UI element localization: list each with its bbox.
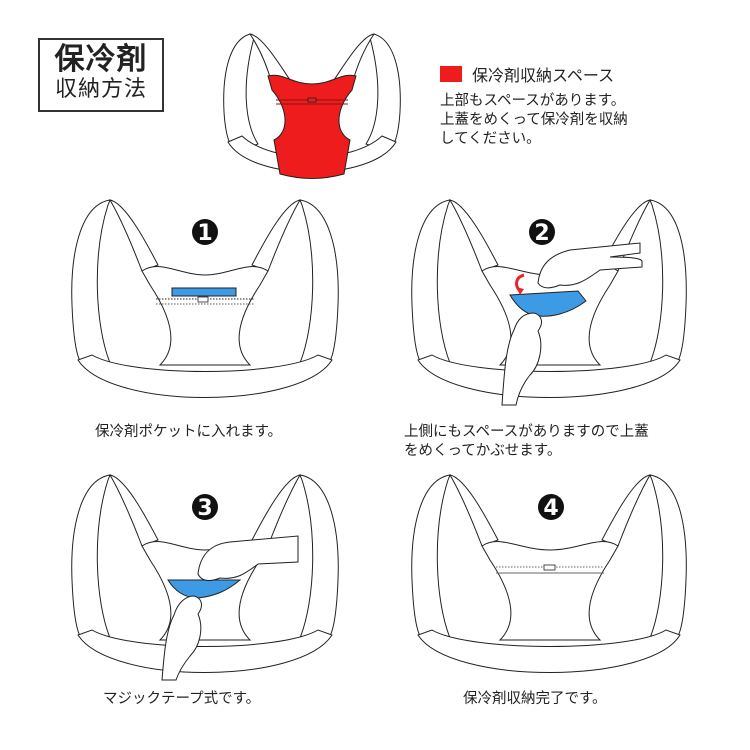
caption-line: 保冷剤ポケットに入れます。 xyxy=(95,424,283,440)
legend-note-line: 上蓋をめくって保冷剤を収納 xyxy=(440,112,628,128)
caption-line: マジックテープ式です。 xyxy=(103,691,261,707)
step-number-2: 2 xyxy=(534,221,549,246)
step-number-3: 3 xyxy=(197,496,212,521)
step-badge-3 xyxy=(192,494,218,520)
legend: 保冷剤収納スペース xyxy=(440,62,614,86)
step-1-diagram: 1 xyxy=(71,199,339,398)
caption-line: 保冷剤収納完了です。 xyxy=(463,691,607,707)
step-number-4: 4 xyxy=(543,496,558,521)
step-1-caption: 保冷剤ポケットに入れます。 xyxy=(95,423,282,442)
step-badge-1 xyxy=(192,219,218,245)
ice-pack xyxy=(171,287,237,297)
legend-swatch-red xyxy=(440,66,462,82)
legend-note-line: 上部もスペースがあります。 xyxy=(440,93,626,109)
page-title: 保冷剤 xyxy=(54,42,148,77)
lower-hand xyxy=(161,595,202,681)
legend-label: 保冷剤収納スペース xyxy=(472,66,615,85)
upper-hand xyxy=(197,535,299,582)
title-box: 保冷剤 収納方法 xyxy=(38,38,164,112)
step-3-diagram: 3 xyxy=(71,474,339,681)
step-2-caption: 上側にもスペースがありますので上蓋 をめくってかぶせます。 xyxy=(404,423,649,461)
caption-line: 上側にもスペースがありますので上蓋 xyxy=(404,424,649,440)
upper-hand xyxy=(537,242,643,289)
page-subtitle: 収納方法 xyxy=(54,77,147,102)
overview-diagram xyxy=(223,33,401,179)
legend-note-line: してください。 xyxy=(440,131,541,147)
step-4-caption: 保冷剤収納完了です。 xyxy=(463,690,607,709)
step-number-1: 1 xyxy=(197,221,212,246)
legend-note: 上部もスペースがあります。 上蓋をめくって保冷剤を収納 してください。 xyxy=(440,92,700,149)
step-3-caption: マジックテープ式です。 xyxy=(103,690,260,709)
step-2-diagram: 2 xyxy=(411,199,687,406)
step-badge-4 xyxy=(538,494,564,520)
step-badge-2 xyxy=(529,219,555,245)
lower-hand xyxy=(501,312,542,406)
step-4-diagram: 4 xyxy=(411,474,687,673)
storage-space-area xyxy=(267,74,357,179)
caption-line: をめくってかぶせます。 xyxy=(404,443,562,459)
